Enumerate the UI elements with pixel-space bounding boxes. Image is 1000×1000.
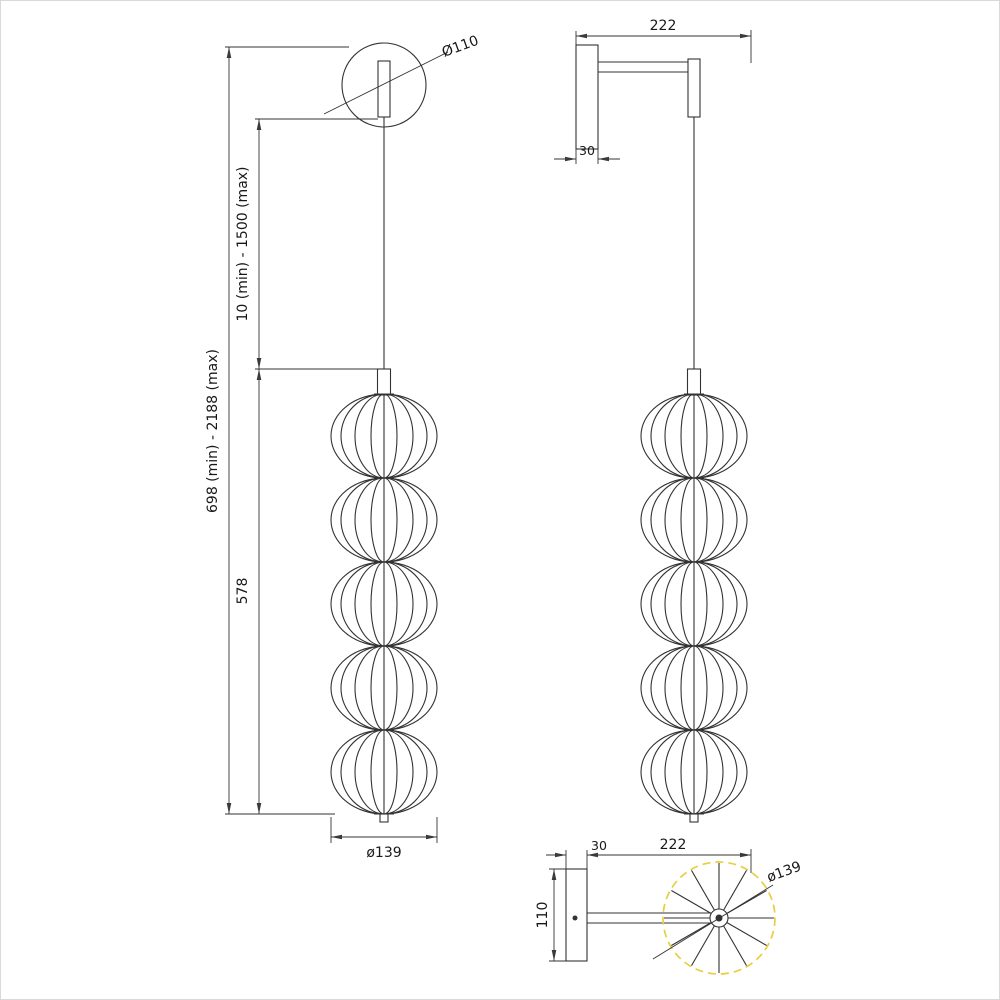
mounting-screw [572,915,578,921]
stem [687,58,701,118]
dim-plate-height: 110 [535,868,566,962]
stem [377,60,391,118]
plate-height-label: 110 [535,902,551,929]
wall-plate [575,44,599,150]
plate-thickness-label: 30 [579,143,595,158]
dim-plate-thickness: 30 [554,143,620,164]
body-height-label: 578 [235,578,251,605]
dim-body-height: 578 [235,369,262,814]
body-diameter-label: ø139 [366,845,401,861]
top-view: 30 222 110 ø139 [535,837,804,975]
front-view: Ø110 698 (min) - 2188 (max) 10 (min) - 1… [205,33,481,861]
radial-spokes [664,863,774,973]
dim-cord-length: 10 (min) - 1500 (max) [235,118,378,370]
dim-canopy-diameter: Ø110 [323,33,481,115]
projection-width-label: 222 [650,18,677,34]
dim-projection-width: 222 [575,18,752,63]
bottom-finial [379,813,389,823]
overall-height-label: 698 (min) - 2188 (max) [205,349,221,513]
plate-thickness-label: 30 [591,838,607,853]
lamp-outline-circle [662,861,776,975]
body-diameter-label: ø139 [765,859,804,886]
dim-body-diameter: ø139 [330,817,438,861]
side-view: 222 30 [554,18,752,823]
dim-overall-height: 698 (min) - 2188 (max) [205,46,349,815]
dim-plate-thickness: 30 [546,838,607,869]
dim-body-diameter: ø139 [652,859,804,960]
top-cap [686,368,702,396]
cord-length-label: 10 (min) - 1500 (max) [235,166,251,321]
wall-plate [565,868,588,962]
canopy-diameter-label: Ø110 [440,33,481,61]
dim-projection-width: 222 [587,837,752,873]
projection-width-label: 222 [660,837,687,853]
bottom-finial [689,813,699,823]
top-cap [376,368,392,396]
